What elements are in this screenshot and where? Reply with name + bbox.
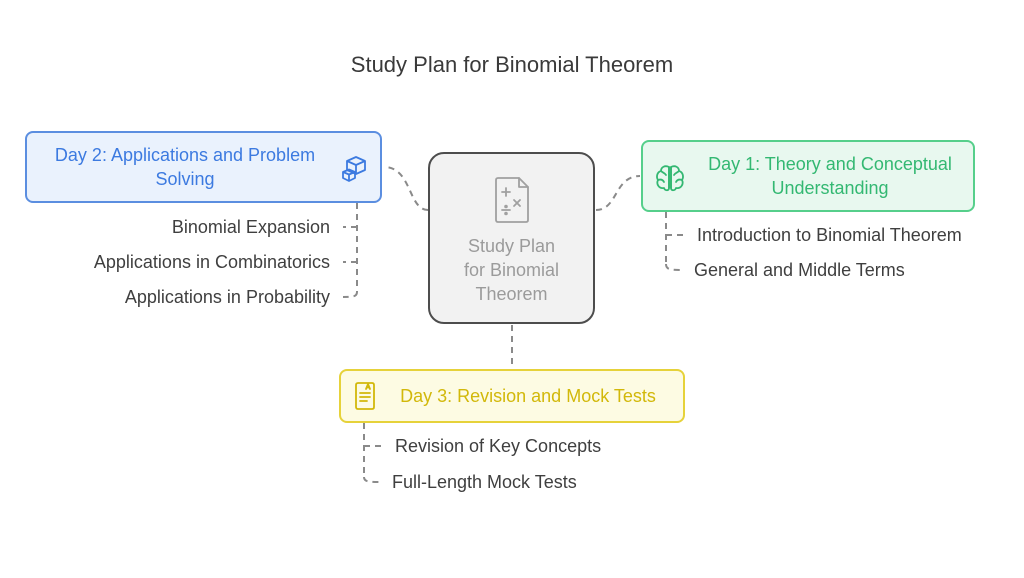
day2-item-2: Applications in Combinatorics [93, 252, 330, 272]
day1-label: Day 1: Theory and Conceptual Understandi… [708, 154, 952, 198]
center-node[interactable]: Study Plan for Binomial Theorem [428, 152, 595, 324]
day1-item-1: Introduction to Binomial Theorem [697, 225, 962, 245]
connector-center-day2 [383, 166, 429, 211]
center-label: Study Plan for Binomial Theorem [463, 236, 560, 304]
brain-icon [655, 164, 685, 197]
day2-item-1: Binomial Expansion [171, 217, 330, 237]
connector-center-day1 [595, 175, 641, 211]
day2-node[interactable]: Day 2: Applications and Problem Solving [25, 131, 382, 203]
day2-label: Day 2: Applications and Problem Solving [54, 145, 316, 189]
calculator-icon [493, 176, 531, 229]
cubes-icon [341, 155, 371, 188]
connector-day2-item-3 [342, 291, 358, 298]
diagram-title: Study Plan for Binomial Theorem [350, 52, 674, 77]
day3-label: Day 3: Revision and Mock Tests [400, 386, 656, 406]
day2-item-3: Applications in Probability [124, 287, 330, 307]
day3-node[interactable]: Day 3: Revision and Mock Tests [339, 369, 685, 423]
connector-day3-item-2 [363, 476, 383, 483]
day1-item-2: General and Middle Terms [694, 260, 905, 280]
day3-item-1: Revision of Key Concepts [395, 436, 602, 456]
document-icon [353, 381, 379, 416]
day3-item-2: Full-Length Mock Tests [392, 472, 577, 492]
day1-node[interactable]: Day 1: Theory and Conceptual Understandi… [641, 140, 975, 212]
connector-day1-item-2 [665, 263, 685, 271]
